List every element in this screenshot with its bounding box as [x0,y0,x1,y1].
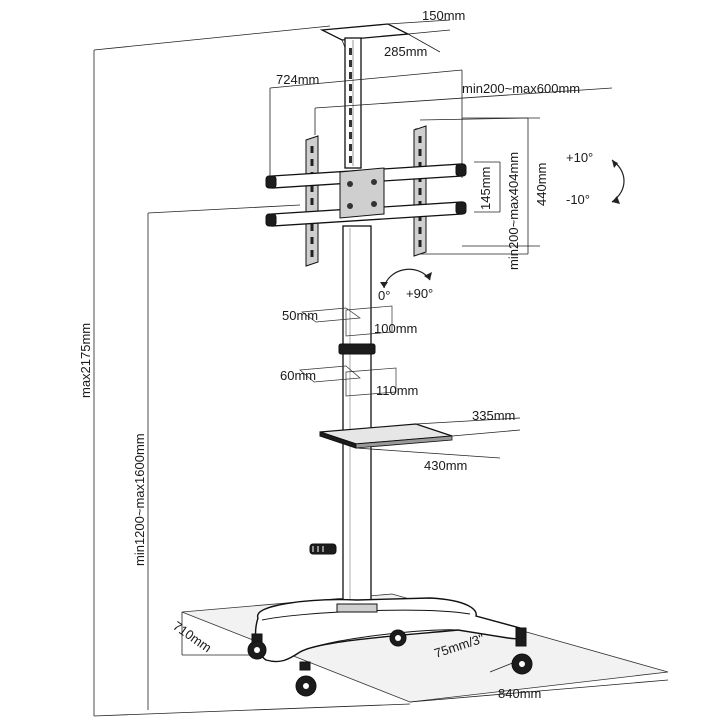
label-base-width: 840mm [498,686,541,701]
mobile-base [254,597,524,663]
label-tilt-up: +10° [566,150,593,165]
camera-shelf [319,19,451,56]
label-shelf-width: 430mm [424,458,467,473]
main-column [338,225,376,615]
label-camera-shelf-depth: 150mm [422,8,465,23]
middle-shelf [319,417,521,459]
rotate-arrow-icon [380,268,432,289]
label-shelf-depth: 335mm [472,408,515,423]
label-bracket-height: 440mm [534,163,549,206]
label-total-height: max2175mm [78,323,93,398]
label-tilt-down: -10° [566,192,590,207]
label-bracket-width: 724mm [276,72,319,87]
vesa-bracket [265,125,467,267]
height-handle [309,543,337,555]
caster-back [389,629,407,647]
label-rotate-end: +90° [406,286,433,301]
label-camera-shelf-width: 285mm [384,44,427,59]
label-clamp-lower-depth: 60mm [280,368,316,383]
height-dimension-lines [93,25,411,717]
caster-right [511,627,533,675]
label-vesa-horizontal: min200~max600mm [462,81,580,96]
caster-front-center [295,661,317,697]
upper-mast [344,37,362,169]
caster-front-left [247,633,267,660]
label-vesa-vertical: min200~max404mm [506,152,521,270]
bracket-dimension-lines [269,69,613,255]
label-clamp-upper-depth: 50mm [282,308,318,323]
label-rotate-start: 0° [378,288,390,303]
label-base-depth: 710mm [170,618,214,655]
tilt-arrow-icon [611,159,625,204]
clamp-dimension-lines [299,305,397,397]
label-mount-height: min1200~max1600mm [132,433,147,566]
label-clamp-upper-width: 100mm [374,321,417,336]
label-clamp-lower-width: 110mm [376,383,418,398]
label-arm-spacing: 145mm [478,167,493,210]
